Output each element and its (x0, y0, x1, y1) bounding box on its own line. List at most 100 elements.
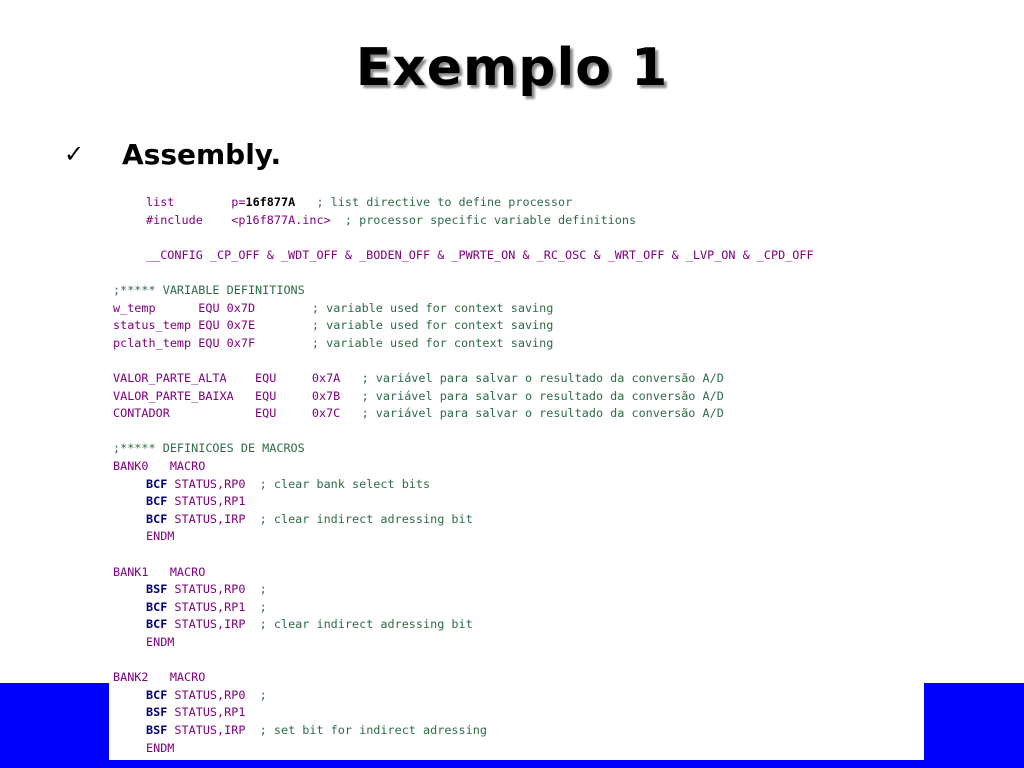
code-token: ; clear bank select bits (245, 476, 431, 491)
code-line: pclath_temp EQU 0x7F ; variable used for… (113, 335, 553, 353)
code-token: EQU (198, 318, 220, 333)
code-token: BCF (146, 687, 168, 702)
code-token (174, 195, 231, 209)
code-token: w_temp (113, 300, 199, 315)
code-token: MACRO (169, 564, 206, 579)
code-token: p= (231, 195, 246, 209)
code-token: EQU (255, 406, 277, 421)
code-token: ; (245, 599, 267, 614)
code-token: status_temp (113, 318, 199, 333)
code-token: BCF (146, 476, 168, 491)
code-line: ENDM (146, 634, 174, 652)
code-token: STATUS,IRP (167, 511, 246, 526)
code-line: BANK1 MACRO (113, 564, 205, 582)
code-token: BANK2 (113, 670, 170, 685)
code-token: ENDM (146, 635, 175, 649)
code-token: STATUS,RP0 (167, 687, 246, 702)
code-token: 0x7B (276, 388, 341, 403)
code-token: BSF (146, 723, 168, 737)
code-token: <p16f877A.inc> (231, 212, 331, 227)
code-line: ;***** VARIABLE DEFINITIONS (113, 282, 305, 300)
code-token: BCF (146, 617, 168, 632)
code-line: ;***** DEFINICOES DE MACROS (113, 440, 305, 458)
code-token: BSF (146, 582, 168, 597)
code-line: BANK0 MACRO (113, 458, 205, 476)
code-token: BSF (146, 705, 168, 720)
code-line: BSF STATUS,IRP ; set bit for indirect ad… (146, 722, 487, 740)
code-token: #include (146, 212, 203, 227)
checkmark-icon: ✓ (64, 140, 85, 168)
code-line: BANK2 MACRO (113, 669, 205, 687)
code-line: BCF STATUS,RP1 (146, 493, 245, 511)
code-token: 0x7D (219, 300, 256, 315)
code-line: __CONFIG _CP_OFF & _WDT_OFF & _BODEN_OFF… (146, 247, 814, 265)
code-line: VALOR_PARTE_ALTA EQU 0x7A ; variável par… (113, 370, 724, 388)
code-token: ENDM (146, 740, 175, 755)
code-token: ; clear indirect adressing bit (245, 617, 473, 632)
code-token: 16f877A (245, 195, 296, 209)
code-line: BCF STATUS,IRP ; clear indirect adressin… (146, 616, 473, 634)
code-token: MACRO (169, 670, 206, 685)
code-line: status_temp EQU 0x7E ; variable used for… (113, 317, 553, 335)
slide-title: Exemplo 1 (355, 38, 669, 98)
code-token: STATUS,RP1 (167, 599, 246, 614)
code-token: STATUS,RP0 (167, 582, 246, 597)
code-token: ; variable used for context saving (255, 335, 554, 350)
code-token: STATUS,RP1 (167, 705, 246, 720)
code-line: BSF STATUS,RP1 (146, 704, 245, 722)
code-token: ;***** VARIABLE DEFINITIONS (113, 283, 305, 297)
code-token: ;***** DEFINICOES DE MACROS (113, 441, 305, 456)
bullet-text: Assembly. (122, 137, 282, 171)
code-line: BCF STATUS,RP1 ; (146, 599, 267, 617)
code-token: ; list directive to define processor (295, 195, 573, 209)
code-line: BCF STATUS,RP0 ; clear bank select bits (146, 476, 430, 494)
code-token: VALOR_PARTE_ALTA (113, 371, 256, 385)
code-token: MACRO (169, 459, 206, 473)
code-token: VALOR_PARTE_BAIXA (113, 388, 256, 403)
code-token: ; variável para salvar o resultado da co… (340, 388, 724, 403)
code-token: 0x7A (276, 371, 341, 385)
code-token: ; processor specific variable definition… (330, 212, 637, 227)
code-token: BANK1 (113, 564, 170, 579)
code-token: BANK0 (113, 459, 170, 473)
code-token: ; variável para salvar o resultado da co… (340, 406, 724, 421)
code-token: ; (245, 582, 267, 597)
code-token: EQU (198, 335, 220, 350)
bullet-item: ✓ Assembly. (64, 134, 281, 174)
code-line: BCF STATUS,RP0 ; (146, 687, 267, 705)
code-line: ENDM (146, 528, 174, 546)
code-token: 0x7C (276, 406, 341, 421)
code-token: ; variable used for context saving (255, 318, 554, 333)
code-token: BCF (146, 494, 168, 509)
code-token: EQU (255, 388, 277, 403)
code-token: ; (245, 687, 267, 702)
code-token: BCF (146, 511, 168, 526)
code-line: BCF STATUS,IRP ; clear indirect adressin… (146, 511, 473, 529)
code-token: ENDM (146, 529, 175, 544)
code-token: ; variable used for context saving (255, 300, 554, 315)
code-token: STATUS,IRP (167, 723, 246, 737)
code-token: EQU (255, 371, 277, 385)
code-line: #include <p16f877A.inc> ; processor spec… (146, 212, 636, 230)
code-line: list p=16f877A ; list directive to defin… (146, 194, 572, 212)
code-token (203, 213, 231, 227)
code-token: CONTADOR (113, 406, 256, 421)
code-line: VALOR_PARTE_BAIXA EQU 0x7B ; variável pa… (113, 388, 724, 406)
code-token: ; variável para salvar o resultado da co… (340, 371, 724, 385)
code-token: list (146, 195, 175, 209)
code-token: ; clear indirect adressing bit (245, 511, 473, 526)
code-listing: list p=16f877A ; list directive to defin… (109, 188, 924, 760)
code-token: ; set bit for indirect adressing (245, 723, 487, 737)
code-token: 0x7E (219, 318, 256, 333)
code-line: w_temp EQU 0x7D ; variable used for cont… (113, 300, 553, 318)
code-line: BSF STATUS,RP0 ; (146, 581, 267, 599)
code-token: EQU (198, 300, 220, 315)
code-token: STATUS,RP0 (167, 476, 246, 491)
code-line: ENDM (146, 740, 174, 758)
code-token: pclath_temp (113, 335, 199, 350)
code-token: STATUS,RP1 (167, 494, 246, 509)
code-line: CONTADOR EQU 0x7C ; variável para salvar… (113, 405, 724, 423)
code-token: 0x7F (219, 335, 256, 350)
code-token: STATUS,IRP (167, 617, 246, 632)
code-token: BCF (146, 599, 168, 614)
